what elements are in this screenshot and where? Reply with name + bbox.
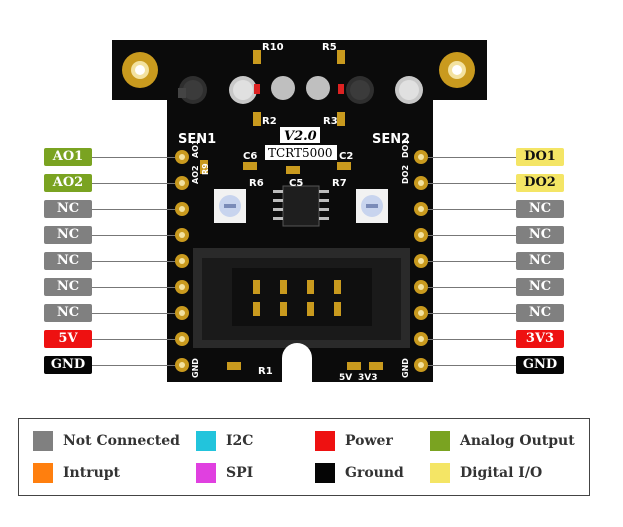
pin-label-right: DO2 (516, 174, 564, 192)
legend-swatch (315, 463, 335, 483)
pin-lead-line (92, 287, 175, 288)
legend-label: SPI (226, 465, 254, 481)
silk-do1: DO1 (401, 139, 410, 158)
pin-label-right: NC (516, 200, 564, 218)
legend-label: I2C (226, 433, 254, 449)
pin-lead-line (428, 313, 516, 314)
color-legend: Not Connected I2C Power Analog Output In… (18, 418, 590, 496)
pin-lead-line (428, 287, 516, 288)
legend-item: Not Connected (33, 431, 180, 451)
pin-lead-line (428, 235, 516, 236)
silk-ao2: AO2 (191, 165, 200, 184)
legend-swatch (315, 431, 335, 451)
pin-label-right: DO1 (516, 148, 564, 166)
pin-lead-line (92, 339, 175, 340)
legend-swatch (196, 431, 216, 451)
silk-r7: R7 (332, 178, 347, 189)
silk-r6: R6 (249, 178, 264, 189)
silk-r2: R2 (262, 116, 277, 127)
pin-label-right: NC (516, 304, 564, 322)
silk-c5: C5 (289, 178, 303, 189)
pin-lead-line (92, 261, 175, 262)
silk-version: V2.0 (284, 129, 317, 144)
ic-chip (282, 185, 320, 227)
pin-lead-line (92, 365, 175, 366)
pin-label-left: GND (44, 356, 92, 374)
legend-item: Digital I/O (430, 463, 542, 483)
legend-item: SPI (196, 463, 253, 483)
silk-c2: C2 (339, 151, 353, 162)
sensor-2 (346, 76, 423, 104)
pin-lead-line (428, 183, 516, 184)
pin-lead-line (92, 235, 175, 236)
silk-5v: 5V (339, 373, 352, 383)
pin-lead-line (92, 183, 175, 184)
silk-gnd-right: GND (401, 358, 410, 378)
legend-item: Ground (315, 463, 404, 483)
pin-label-left: NC (44, 200, 92, 218)
pin-label-left: AO1 (44, 148, 92, 166)
legend-swatch (196, 463, 216, 483)
pin-label-left: NC (44, 252, 92, 270)
legend-item: Analog Output (430, 431, 575, 451)
silk-r1: R1 (258, 366, 273, 377)
legend-item: Intrupt (33, 463, 120, 483)
pin-lead-line (428, 339, 516, 340)
legend-swatch (430, 431, 450, 451)
pin-label-left: NC (44, 278, 92, 296)
legend-item: Power (315, 431, 393, 451)
silk-3v3: 3V3 (358, 373, 378, 383)
pin-lead-line (92, 313, 175, 314)
sensor-1 (178, 76, 257, 104)
pin-lead-line (428, 365, 516, 366)
pin-label-left: AO2 (44, 174, 92, 192)
pcb-board: R10 R5 R2 R3 SEN1 SEN2 C6 C2 R6 C5 R7 R1… (112, 40, 487, 383)
legend-label: Ground (345, 465, 404, 481)
legend-label: Intrupt (63, 465, 121, 481)
legend-label: Power (345, 433, 393, 449)
silk-c6: C6 (243, 151, 257, 162)
header-pins (253, 280, 341, 316)
silk-gnd-left: GND (191, 358, 200, 378)
pin-lead-line (428, 261, 516, 262)
silk-sen2: SEN2 (372, 132, 410, 147)
pin-label-left: 5V (44, 330, 92, 348)
pin-label-left: NC (44, 226, 92, 244)
pin-label-left: NC (44, 304, 92, 322)
pin-lead-line (92, 157, 175, 158)
legend-swatch (430, 463, 450, 483)
silk-r3: R3 (323, 116, 338, 127)
pin-lead-line (92, 209, 175, 210)
pin-label-right: 3V3 (516, 330, 564, 348)
pin-lead-line (428, 157, 516, 158)
silk-ao1: AO1 (191, 139, 200, 158)
silk-r9: R9 (201, 163, 210, 175)
legend-label: Analog Output (460, 433, 575, 449)
silk-chip: TCRT5000 (268, 146, 333, 160)
legend-label: Not Connected (63, 433, 180, 449)
pin-label-right: NC (516, 226, 564, 244)
pin-label-right: NC (516, 252, 564, 270)
pin-label-right: NC (516, 278, 564, 296)
silk-do2: DO2 (401, 165, 410, 184)
legend-item: I2C (196, 431, 253, 451)
silk-r10: R10 (262, 42, 284, 53)
legend-label: Digital I/O (460, 465, 543, 481)
silk-r5: R5 (322, 42, 337, 53)
silk-sen1: SEN1 (178, 132, 216, 147)
legend-swatch (33, 431, 53, 451)
pin-label-right: GND (516, 356, 564, 374)
legend-swatch (33, 463, 53, 483)
pin-lead-line (428, 209, 516, 210)
